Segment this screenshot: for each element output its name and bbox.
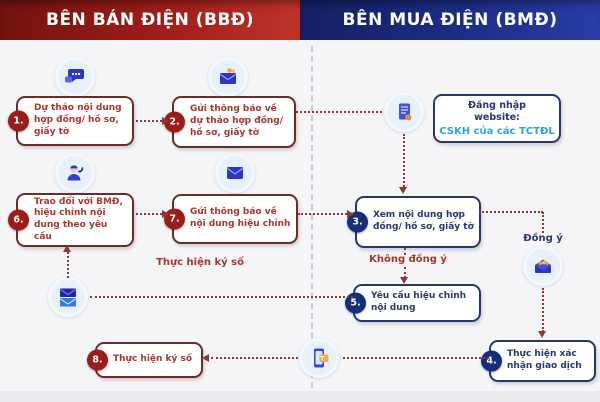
line-step4-phone bbox=[343, 357, 489, 359]
step-6-number: 6. bbox=[8, 209, 29, 231]
header: BÊN BÁN ĐIỆN (BBĐ) BÊN MUA ĐIỆN (BMĐ) bbox=[0, 0, 600, 40]
arrow-step1-step2-line bbox=[136, 120, 162, 122]
arrow-document-step3-head bbox=[399, 187, 407, 194]
column-divider bbox=[311, 46, 313, 388]
step-7-number: 7. bbox=[164, 208, 185, 230]
arrow-disagree-step5-line bbox=[404, 267, 406, 278]
step-3-label: Xem nội dung hợp đồng/ hồ sơ, giấy tờ bbox=[373, 210, 474, 232]
agree-label: Đồng ý bbox=[523, 233, 563, 244]
arrow-step6-step7-head bbox=[162, 210, 169, 218]
arrow-envelope-step6-head bbox=[63, 245, 71, 252]
arrow-phone-step8-line bbox=[211, 357, 298, 359]
arrow-document-step3-line bbox=[403, 134, 405, 187]
arrow-agree-step4-line bbox=[542, 288, 544, 332]
arrow-step1-step2-head bbox=[162, 117, 169, 125]
line-step3-disagree bbox=[404, 248, 406, 255]
buyer-title: BÊN MUA ĐIỆN (BMĐ) bbox=[342, 10, 558, 30]
step-1-box: 1. Dự thảo nội dung hợp đồng/ hồ sơ, giấ… bbox=[8, 96, 134, 146]
header-seller: BÊN BÁN ĐIỆN (BBĐ) bbox=[0, 0, 300, 40]
envelope-stack-icon bbox=[48, 277, 88, 317]
step-1-label: Dự thảo nội dung hợp đồng/ hồ sơ, giấy t… bbox=[34, 103, 122, 137]
document-coin-icon bbox=[384, 92, 424, 132]
arrow-step7-step3-line bbox=[298, 213, 347, 215]
login-link: CSKH của các TCTĐL bbox=[439, 126, 555, 138]
step-8-box: 8. Thực hiện ký số bbox=[87, 342, 203, 378]
arrow-step7-step3-head bbox=[347, 210, 354, 218]
step-4-label: Thực hiện xác nhận giao dịch bbox=[507, 349, 582, 371]
arrow-step6-step7-line bbox=[136, 213, 162, 215]
login-title: Đăng nhập website: bbox=[468, 99, 526, 123]
seller-title: BÊN BÁN ĐIỆN (BBĐ) bbox=[45, 10, 254, 30]
step-6-label: Trao đổi với BMĐ, hiệu chỉnh nội dung th… bbox=[34, 196, 123, 242]
envelope-icon bbox=[215, 153, 255, 193]
svg-text:T: T bbox=[320, 356, 325, 363]
step-3-box: 3. Xem nội dung hợp đồng/ hồ sơ, giấy tờ bbox=[347, 196, 481, 248]
step-1-number: 1. bbox=[8, 110, 29, 132]
login-website-box: Đăng nhập website: CSKH của các TCTĐL bbox=[433, 94, 561, 143]
arrow-envelope-step6-line bbox=[67, 252, 69, 278]
step-7-box: 7. Gửi thông báo về nội dung hiệu chỉnh bbox=[164, 194, 298, 244]
envelope-coin-icon bbox=[208, 57, 248, 97]
chat-bubbles-icon bbox=[55, 57, 95, 97]
line-step5-envelope bbox=[90, 296, 353, 298]
envelope-money-icon bbox=[523, 246, 563, 286]
step-7-label: Gửi thông báo về nội dung hiệu chỉnh bbox=[190, 207, 291, 229]
step-2-box: 2. Gửi thông báo về dự thảo hợp đồng/ hồ… bbox=[164, 96, 296, 148]
line-step3-agree-vertical bbox=[542, 212, 544, 233]
disagree-label: Không đồng ý bbox=[369, 254, 447, 265]
step-5-box: 5. Yêu cầu hiệu chỉnh nội dung bbox=[345, 284, 481, 322]
support-agent-icon bbox=[55, 153, 95, 193]
step-6-box: 6. Trao đổi với BMĐ, hiệu chỉnh nội dung… bbox=[8, 193, 134, 247]
step-4-number: 4. bbox=[481, 350, 502, 372]
arrow-disagree-step5-head bbox=[400, 277, 408, 284]
step-5-label: Yêu cầu hiệu chỉnh nội dung bbox=[371, 291, 467, 313]
header-buyer: BÊN MUA ĐIỆN (BMĐ) bbox=[300, 0, 600, 40]
step-2-number: 2. bbox=[164, 111, 185, 133]
step-8-number: 8. bbox=[87, 349, 108, 371]
step-4-box: 4. Thực hiện xác nhận giao dịch bbox=[481, 340, 596, 382]
line-step2-document bbox=[296, 111, 382, 113]
step-8-label: Thực hiện ký số bbox=[113, 354, 193, 365]
arrow-agree-step4-head bbox=[538, 331, 546, 338]
sign-digital-label: Thực hiện ký số bbox=[156, 257, 244, 268]
line-step3-agree-horizontal bbox=[479, 211, 543, 213]
arrow-phone-step8-head bbox=[202, 354, 209, 362]
smartphone-tag-icon: T bbox=[299, 338, 339, 378]
footer-strip bbox=[0, 391, 600, 402]
step-2-label: Gửi thông báo về dự thảo hợp đồng/ hồ sơ… bbox=[190, 104, 284, 138]
